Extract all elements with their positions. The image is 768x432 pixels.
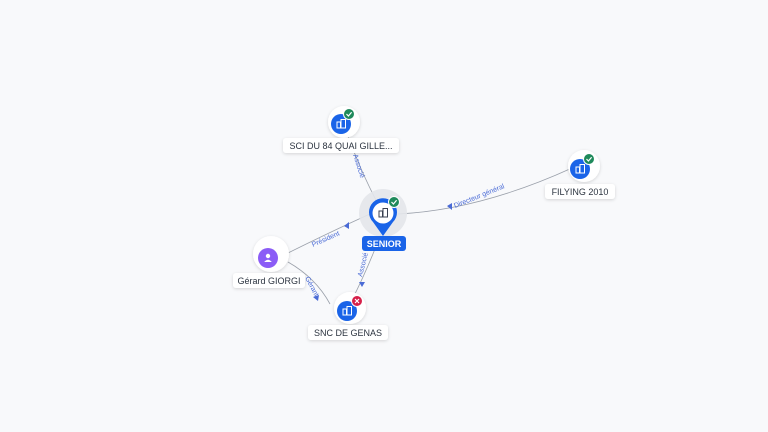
- check-badge-icon: [583, 153, 595, 165]
- node-label-genas: SNC DE GENAS: [314, 328, 382, 338]
- edge-label-sci-senior: Associé: [351, 153, 365, 179]
- check-badge-icon: [388, 196, 400, 208]
- arrow-head-icon: [447, 203, 452, 210]
- node-filying[interactable]: FILYING 2010: [545, 150, 615, 199]
- building-icon: [575, 164, 585, 174]
- edge-label-senior-genas: Associé: [357, 252, 370, 278]
- building-icon: [336, 119, 346, 129]
- edge-label-giorgi-senior: Président: [311, 230, 341, 248]
- edge-label-giorgi-genas: Gérant: [303, 276, 319, 298]
- node-label-filying: FILYING 2010: [552, 187, 609, 197]
- arrow-head-icon: [313, 295, 319, 301]
- node-giorgi[interactable]: Gérard GIORGI: [233, 236, 305, 288]
- node-label-sci: SCI DU 84 QUAI GILLE...: [289, 141, 392, 151]
- check-badge-icon: [343, 108, 355, 120]
- cross-badge-icon: [351, 295, 363, 307]
- building-icon: [378, 208, 388, 218]
- node-label-giorgi: Gérard GIORGI: [237, 276, 300, 286]
- person-icon: [264, 253, 272, 262]
- arrow-head-icon: [344, 222, 349, 229]
- node-label-senior: SENIOR: [367, 239, 402, 249]
- node-sci[interactable]: SCI DU 84 QUAI GILLE...: [283, 106, 399, 153]
- edge-senior-filying[interactable]: [397, 167, 573, 215]
- edges: [281, 127, 573, 305]
- arrow-head-icon: [359, 282, 365, 287]
- node-senior[interactable]: SENIOR: [359, 189, 407, 251]
- edge-labels: Associé Directeur général Président Asso…: [303, 153, 506, 297]
- building-icon: [342, 306, 352, 316]
- edge-giorgi-genas[interactable]: [287, 261, 331, 305]
- node-genas[interactable]: SNC DE GENAS: [308, 292, 388, 340]
